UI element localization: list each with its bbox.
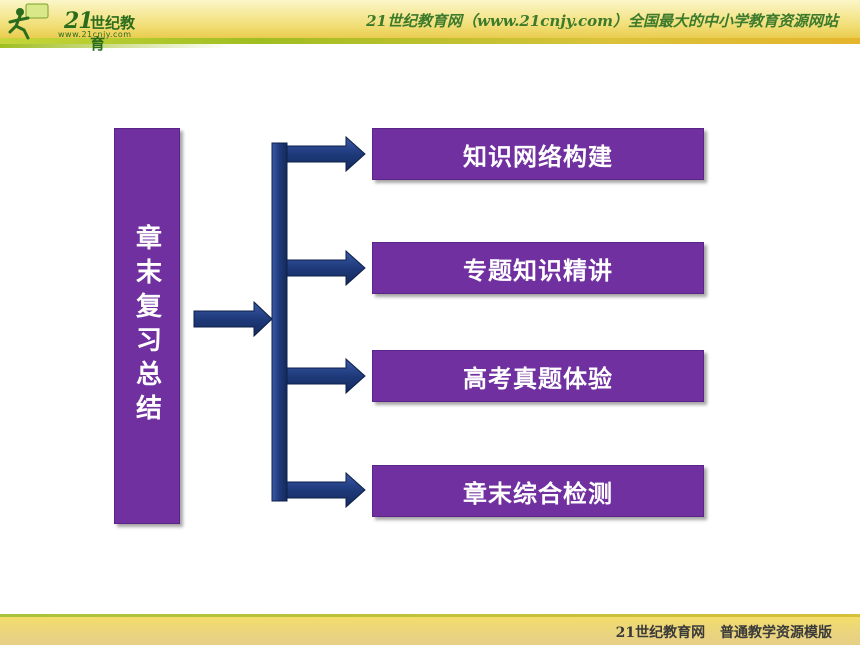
- root-box[interactable]: 章末复习总结: [114, 128, 180, 524]
- header-accent-stripe: [0, 38, 860, 44]
- branch-box-exam-practice[interactable]: 高考真题体验: [372, 350, 704, 402]
- footer-accent-line: [0, 614, 860, 617]
- branch-arrow-icon-4: [286, 471, 366, 509]
- branch-box-knowledge-network[interactable]: 知识网络构建: [372, 128, 704, 180]
- header-band: [0, 0, 860, 44]
- logo-url: www.21cnjy.com: [58, 30, 132, 39]
- vertical-connector-bar: [271, 142, 288, 502]
- branch-label: 专题知识精讲: [463, 256, 613, 285]
- runner-logo-icon: [8, 3, 49, 40]
- branch-label: 章末综合检测: [463, 479, 613, 508]
- logo-name: 世纪教育: [90, 14, 136, 53]
- site-logo: 21 世纪教育 www.21cnjy.com: [6, 2, 146, 53]
- footer-band: [0, 617, 860, 645]
- branch-arrow-icon-1: [286, 135, 366, 173]
- footer-text: 21世纪教育网 普通教学资源模版: [615, 625, 832, 641]
- branch-arrow-icon-3: [286, 357, 366, 395]
- header-site-text: 21世纪教育网（www.21cnjy.com）全国最大的中小学教育资源网站: [366, 12, 838, 30]
- branch-label: 高考真题体验: [463, 364, 613, 393]
- root-label: 章末复习总结: [131, 224, 162, 428]
- logo-number: 21: [64, 8, 94, 34]
- branch-arrow-icon-2: [286, 249, 366, 287]
- branch-box-chapter-test[interactable]: 章末综合检测: [372, 465, 704, 517]
- root-arrow-icon: [193, 300, 273, 338]
- header-tail-stripe: [0, 44, 230, 48]
- branch-box-topic-lectures[interactable]: 专题知识精讲: [372, 242, 704, 294]
- branch-label: 知识网络构建: [463, 142, 613, 171]
